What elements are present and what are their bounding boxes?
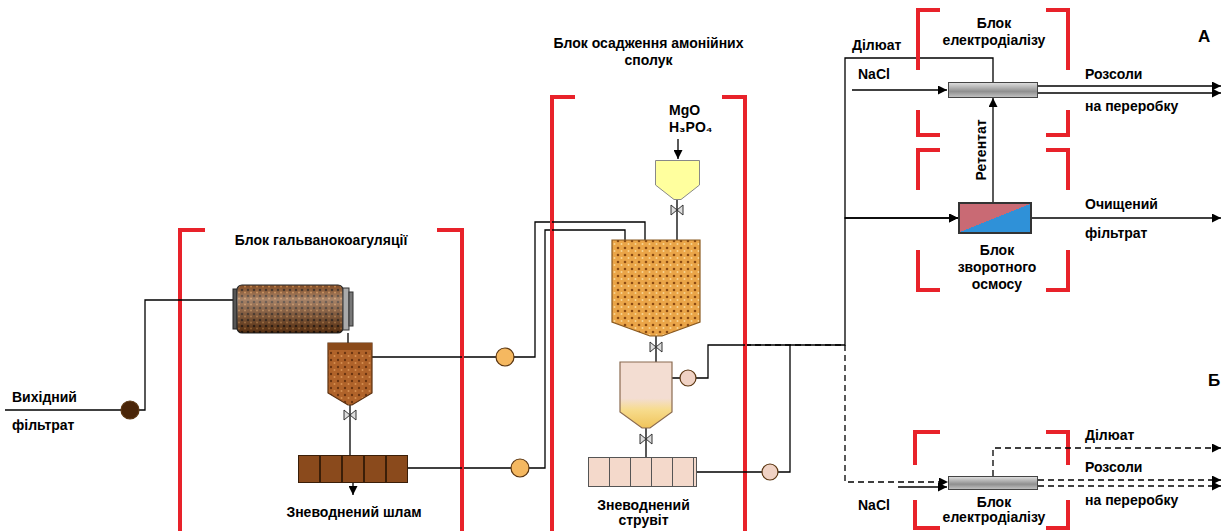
reactor-tank (612, 240, 700, 336)
pipe (697, 345, 790, 472)
settler-tank (620, 362, 672, 428)
pipe (552, 230, 625, 240)
block-title: Блок осадження амонійних сполук (552, 35, 745, 69)
pipe (5, 409, 121, 410)
output-arrow (1038, 485, 1221, 486)
stream-label: фільтрат (12, 417, 74, 434)
filter-press: Зневоднений струвіт (588, 457, 697, 487)
output-arrow (898, 486, 947, 487)
hopper-outline (656, 161, 700, 200)
electrodialysis-unit: Блок електродіалізу (948, 82, 1038, 98)
block-title: Блок електродіалізу (929, 495, 1059, 525)
block-title: Блок гальванокоагуляції (205, 232, 437, 249)
process-block: MgO H₃PO₄Зневоднений струвітБлок осаджен… (552, 97, 745, 531)
stream-label: фільтрат (1085, 225, 1147, 242)
galvanocoagulator-drum (237, 285, 343, 333)
reactor-tank (612, 240, 700, 336)
pipe (408, 467, 462, 468)
block-bracket (552, 97, 745, 531)
output-arrow (1032, 217, 1221, 218)
variant-letter: Б (1208, 372, 1220, 389)
pump-symbol (511, 459, 529, 477)
pump-symbol (496, 348, 514, 366)
settler-tank (620, 362, 672, 428)
pipe (676, 200, 677, 240)
output-arrow (1038, 479, 1221, 480)
valve-symbol (640, 434, 652, 444)
stream-label: на переробку (1085, 492, 1178, 509)
galvanocoagulator-drum (349, 292, 353, 326)
output-arrow (1038, 92, 1221, 93)
stream-label: NaCl (858, 497, 890, 514)
stream-label: Розсоли (1085, 66, 1142, 83)
block-title: Зневоднений струвіт (589, 498, 698, 528)
flow-connector (992, 98, 993, 202)
stream-label: Очищений (1085, 196, 1158, 213)
hopper-outline (655, 160, 700, 200)
pump-symbol (762, 464, 778, 480)
block-bracket (918, 10, 1068, 135)
pipe (139, 300, 233, 410)
block-title: MgO H₃PO₄ (669, 102, 719, 136)
pump-symbol (121, 401, 139, 419)
variant-letter: А (1198, 28, 1210, 45)
filter-press: Зневоднений шлам (298, 455, 408, 483)
flow-connector (462, 222, 552, 357)
block-title: Зневоднений шлам (254, 504, 454, 521)
settler-tank (328, 343, 372, 405)
valve-symbol (650, 342, 662, 352)
galvanocoagulator-drum (233, 285, 353, 333)
output-arrow (1038, 85, 1221, 86)
pipe (352, 483, 353, 495)
output-arrow (993, 448, 1221, 476)
flow-connector (462, 230, 552, 468)
stream-label: Вихідний (12, 389, 77, 406)
pipe (552, 222, 645, 240)
stream-label: на переробку (1085, 98, 1178, 115)
edge-label: Ділюат (852, 37, 901, 54)
pipe (5, 139, 790, 495)
block-bracket (180, 230, 462, 531)
settler-tank (328, 343, 372, 350)
galvanocoagulator-drum (237, 285, 343, 333)
valve-symbol (671, 205, 683, 215)
process-block: Зневоднений шлам Блок гальванокоагуляції (180, 230, 462, 531)
pipe (349, 405, 350, 455)
block-title: Блок електродіалізу (929, 15, 1059, 49)
reagent-hopper: MgO H₃PO₄ (655, 160, 700, 200)
stream-label: NaCl (858, 66, 890, 83)
pipe (645, 428, 646, 457)
galvanocoagulator-drum (343, 288, 349, 330)
block-title: Блок зворотного осмосу (947, 242, 1047, 293)
output-arrow (852, 89, 947, 90)
pipe (372, 356, 462, 357)
flow-connector (745, 218, 958, 345)
reverse-osmosis-unit: Блок зворотного осмосу (958, 202, 1032, 234)
valve-symbol (344, 410, 356, 420)
electrodialysis-unit: Блок електродіалізу (948, 476, 1038, 490)
edge-label: Ретентат (973, 119, 990, 180)
pump-symbol (680, 370, 696, 386)
pipe (347, 333, 348, 343)
stream-label: Ділюат (1085, 427, 1134, 444)
output-arrow (852, 86, 1221, 487)
pipe (677, 139, 678, 159)
settler-tank (328, 343, 372, 405)
flow-connector (745, 345, 948, 482)
stream-label: Розсоли (1085, 459, 1142, 476)
block-bracket (915, 432, 1068, 528)
pipe (655, 336, 656, 362)
block-bracket (180, 10, 1068, 531)
